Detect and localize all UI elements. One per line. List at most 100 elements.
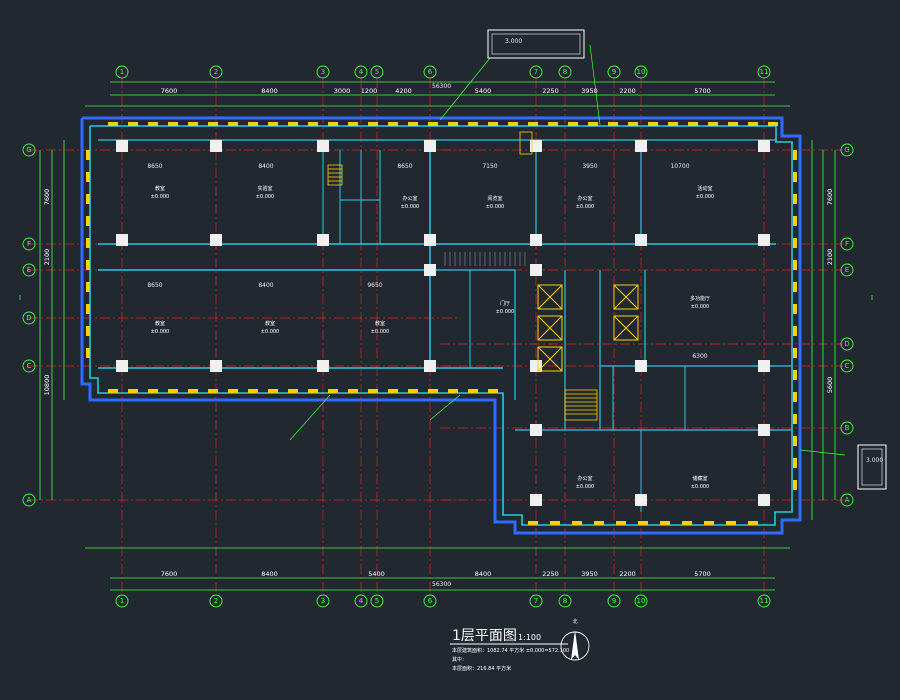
grid-label-col: 8 bbox=[563, 597, 567, 605]
window bbox=[408, 122, 418, 126]
window bbox=[248, 389, 258, 393]
room-name: 储藏室 bbox=[692, 475, 707, 482]
window bbox=[148, 389, 158, 393]
grid-label-col: 5 bbox=[375, 597, 379, 605]
grid-label-col: 8 bbox=[563, 68, 567, 76]
window bbox=[268, 389, 278, 393]
window bbox=[228, 122, 238, 126]
room-elevation: ±0.000 bbox=[496, 309, 515, 315]
room-elevation: ±0.000 bbox=[691, 484, 710, 490]
window bbox=[408, 389, 418, 393]
window bbox=[388, 122, 398, 126]
grid-bubble-row-right bbox=[840, 421, 854, 435]
grid-label-col: 5 bbox=[375, 68, 379, 76]
window bbox=[288, 122, 298, 126]
grid-label-col: 6 bbox=[428, 597, 433, 605]
column bbox=[758, 140, 770, 152]
grid-bubble-col bbox=[354, 65, 368, 79]
window bbox=[628, 122, 638, 126]
grid-label-col: 9 bbox=[612, 68, 616, 76]
dimension-label: 2200 bbox=[619, 570, 636, 578]
span-dimension: 8650 bbox=[147, 282, 162, 289]
span-dimension: 6300 bbox=[692, 353, 707, 360]
dimension-label: 8400 bbox=[261, 570, 278, 578]
lobby-hatch bbox=[444, 252, 526, 266]
dimension-label: 2100 bbox=[826, 249, 834, 266]
grid-bubble-col bbox=[558, 594, 572, 608]
window bbox=[208, 122, 218, 126]
column bbox=[210, 140, 222, 152]
grid-bubble-row-right bbox=[840, 493, 854, 507]
column bbox=[210, 234, 222, 246]
overall-length-bottom: 56300 bbox=[432, 581, 451, 588]
grid-label-col: 4 bbox=[359, 597, 364, 605]
window bbox=[688, 122, 698, 126]
dimension-label: 5600 bbox=[826, 377, 834, 394]
grid-bubble-col bbox=[634, 65, 648, 79]
window bbox=[568, 122, 578, 126]
grid-bubble-col bbox=[115, 65, 129, 79]
window bbox=[728, 122, 738, 126]
room-name: 办公室 bbox=[402, 195, 417, 202]
window bbox=[328, 389, 338, 393]
column bbox=[530, 264, 542, 276]
window bbox=[168, 122, 178, 126]
north-label: 北 bbox=[572, 618, 577, 625]
drawing-title: 1层平面图 bbox=[452, 628, 517, 644]
window bbox=[508, 122, 518, 126]
grid-bubble-col bbox=[607, 594, 621, 608]
grid-label-row-right: E bbox=[845, 266, 849, 274]
window bbox=[768, 122, 778, 126]
grid-bubble-row-right bbox=[840, 143, 854, 157]
window bbox=[793, 216, 797, 226]
window bbox=[86, 326, 90, 336]
room-name: 办公室 bbox=[577, 475, 592, 482]
room-elevation: ±0.000 bbox=[576, 204, 595, 210]
grid-label-col: 2 bbox=[214, 68, 218, 76]
window bbox=[86, 282, 90, 292]
window bbox=[748, 122, 758, 126]
room-elevation: ±0.000 bbox=[256, 194, 275, 200]
column bbox=[317, 140, 329, 152]
window bbox=[616, 521, 626, 525]
window bbox=[288, 389, 298, 393]
room-name: 阅览室 bbox=[487, 195, 502, 202]
column bbox=[758, 360, 770, 372]
dimension-label: 2100 bbox=[43, 249, 51, 266]
window bbox=[228, 389, 238, 393]
dimension-label: 8400 bbox=[475, 570, 492, 578]
window bbox=[468, 122, 478, 126]
column bbox=[424, 360, 436, 372]
window bbox=[793, 260, 797, 270]
window bbox=[428, 389, 438, 393]
column bbox=[758, 494, 770, 506]
span-dimension: 8650 bbox=[147, 163, 162, 170]
grid-label-row-left: A bbox=[27, 496, 32, 504]
dimension-label: 1200 bbox=[361, 87, 378, 95]
note-line-1: 本层建筑面积：1082.74 平方米 ±0.000=572.100 bbox=[452, 647, 569, 654]
room-elevation: ±0.000 bbox=[261, 329, 280, 335]
grid-bubble-col bbox=[209, 594, 223, 608]
window bbox=[488, 122, 498, 126]
window bbox=[793, 414, 797, 424]
callout-right-label: 3.000 bbox=[866, 457, 883, 464]
window bbox=[793, 436, 797, 446]
callout-box-right: 3.000 bbox=[857, 444, 887, 490]
room-name: 教室 bbox=[155, 320, 165, 327]
window bbox=[168, 389, 178, 393]
room-name: 教室 bbox=[155, 185, 165, 192]
column bbox=[317, 234, 329, 246]
window bbox=[348, 389, 358, 393]
grid-bubble-row-right bbox=[840, 337, 854, 351]
window bbox=[660, 521, 670, 525]
callout-top-label: 3.000 bbox=[505, 38, 522, 45]
window bbox=[793, 480, 797, 490]
grid-label-col: 10 bbox=[637, 597, 646, 605]
grid-bubble-col bbox=[423, 65, 437, 79]
window bbox=[572, 521, 582, 525]
window bbox=[86, 172, 90, 182]
leader-lines bbox=[289, 44, 846, 456]
